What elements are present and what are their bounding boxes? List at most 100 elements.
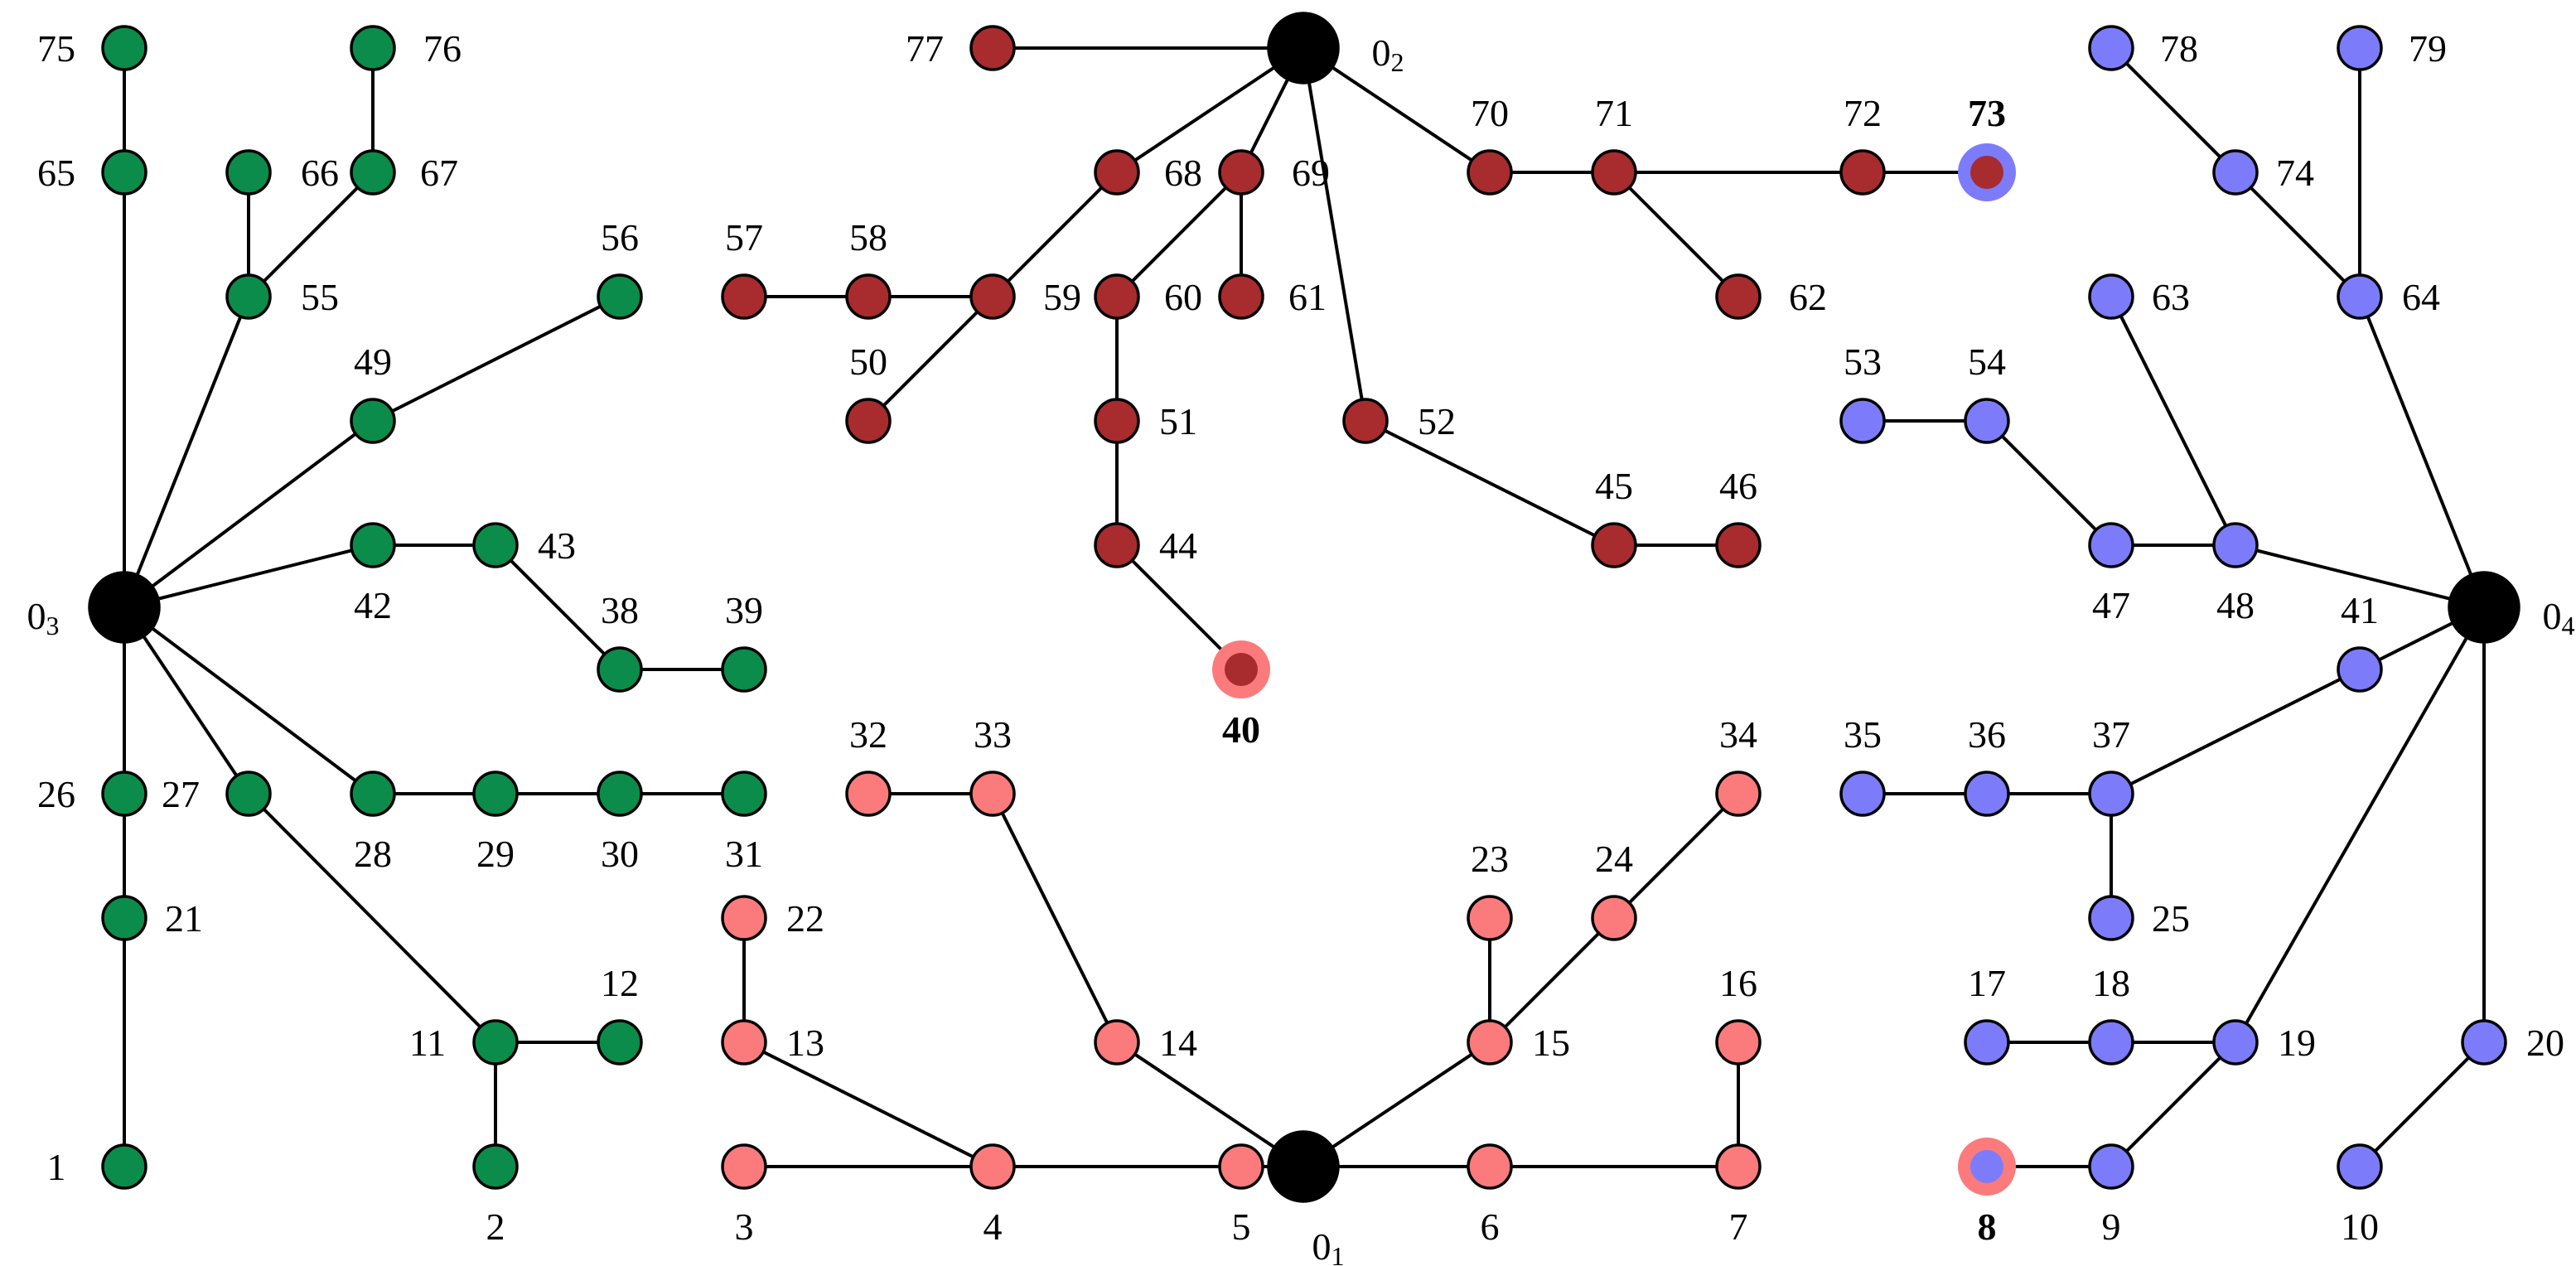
node-label-74: 74 <box>2276 152 2314 194</box>
node-circle <box>2088 25 2134 71</box>
node-78 <box>2088 25 2134 71</box>
node-label-39: 39 <box>725 589 763 631</box>
node-21 <box>101 895 147 941</box>
node-circle <box>1715 1019 1762 1065</box>
node-56 <box>597 273 643 320</box>
node-circle <box>101 1143 147 1190</box>
node-circle <box>2212 149 2259 196</box>
node-label-45: 45 <box>1595 465 1633 507</box>
node-7 <box>1715 1143 1762 1190</box>
node-circle <box>1094 1019 1140 1065</box>
node-circle <box>472 771 519 817</box>
depot-label-4: 04 <box>2543 595 2575 641</box>
edge-33-14 <box>991 793 1119 1043</box>
node-circle <box>350 25 396 71</box>
node-label-22: 22 <box>786 897 824 940</box>
node-38 <box>597 646 643 693</box>
edge-d4-19 <box>2234 606 2486 1043</box>
node-6 <box>1467 1143 1513 1190</box>
node-circle <box>2461 1019 2507 1065</box>
node-29 <box>472 771 519 817</box>
node-50 <box>845 398 892 444</box>
node-53 <box>1839 398 1886 444</box>
node-17 <box>1964 1019 2010 1065</box>
node-70 <box>1467 149 1513 196</box>
node-label-76: 76 <box>423 27 462 70</box>
node-9 <box>2088 1143 2134 1190</box>
node-26 <box>101 771 147 817</box>
node-label-8: 8 <box>1978 1206 1997 1248</box>
node-label-65: 65 <box>37 152 75 194</box>
edge-54-47 <box>1985 419 2113 547</box>
node-label-23: 23 <box>1471 838 1509 880</box>
nodes-layer <box>88 12 2520 1203</box>
node-circle <box>1715 1143 1762 1190</box>
node-39 <box>721 646 767 693</box>
node-label-4: 4 <box>984 1206 1003 1248</box>
node-35 <box>1839 771 1886 817</box>
node-label-54: 54 <box>1968 341 2006 383</box>
node-label-72: 72 <box>1844 92 1882 134</box>
node-circle <box>2088 771 2134 817</box>
node-label-77: 77 <box>906 27 944 70</box>
node-32 <box>845 771 892 817</box>
node-20 <box>2461 1019 2507 1065</box>
node-label-34: 34 <box>1719 713 1757 756</box>
node-25 <box>2088 895 2134 941</box>
edge-24-34 <box>1612 792 1740 920</box>
node-60 <box>1094 273 1140 320</box>
node-circle <box>225 149 272 196</box>
node-79 <box>2337 25 2383 71</box>
edge-43-38 <box>494 544 621 671</box>
edge-d3-28 <box>123 606 375 795</box>
edge-d2-68 <box>1115 46 1305 174</box>
node-58 <box>845 273 892 320</box>
node-label-33: 33 <box>974 713 1012 756</box>
node-label-73: 73 <box>1968 92 2006 134</box>
node-label-60: 60 <box>1164 276 1202 318</box>
edge-67-55 <box>247 171 375 298</box>
node-36 <box>1964 771 2010 817</box>
node-label-51: 51 <box>1159 400 1197 442</box>
node-label-29: 29 <box>476 833 515 875</box>
node-64 <box>2337 273 2383 320</box>
node-label-10: 10 <box>2341 1206 2379 1248</box>
node-circle <box>1591 895 1637 941</box>
node-circle <box>2212 1019 2259 1065</box>
node-label-31: 31 <box>725 833 763 875</box>
node-28 <box>350 771 396 817</box>
node-1 <box>101 1143 147 1190</box>
node-label-37: 37 <box>2092 713 2130 756</box>
node-circle <box>2337 273 2383 320</box>
node-label-7: 7 <box>1729 1206 1748 1248</box>
edge-20-10 <box>2358 1041 2486 1168</box>
node-66 <box>225 149 272 196</box>
node-label-20: 20 <box>2526 1022 2564 1064</box>
node-circle <box>1715 771 1762 817</box>
node-circle <box>101 771 147 817</box>
node-72 <box>1839 149 1886 196</box>
node-label-63: 63 <box>2152 276 2190 318</box>
edge-63-48 <box>2110 296 2237 546</box>
node-62 <box>1715 273 1762 320</box>
node-16 <box>1715 1019 1762 1065</box>
node-circle <box>2088 522 2134 568</box>
node-63 <box>2088 273 2134 320</box>
node-label-28: 28 <box>354 833 392 875</box>
node-circle <box>1467 895 1513 941</box>
node-circle <box>1342 398 1389 444</box>
node-45 <box>1591 522 1637 568</box>
node-37 <box>2088 771 2134 817</box>
node-41 <box>2337 646 2383 693</box>
node-31 <box>721 771 767 817</box>
edge-d1-15 <box>1302 1041 1491 1168</box>
node-circle <box>2337 646 2383 693</box>
node-4 <box>969 1143 1016 1190</box>
node-circle <box>1467 1019 1513 1065</box>
node-circle <box>721 1143 767 1190</box>
node-label-53: 53 <box>1844 341 1882 383</box>
node-circle <box>1964 398 2010 444</box>
node-circle <box>597 771 643 817</box>
node-22 <box>721 895 767 941</box>
edge-56-49 <box>372 295 621 423</box>
